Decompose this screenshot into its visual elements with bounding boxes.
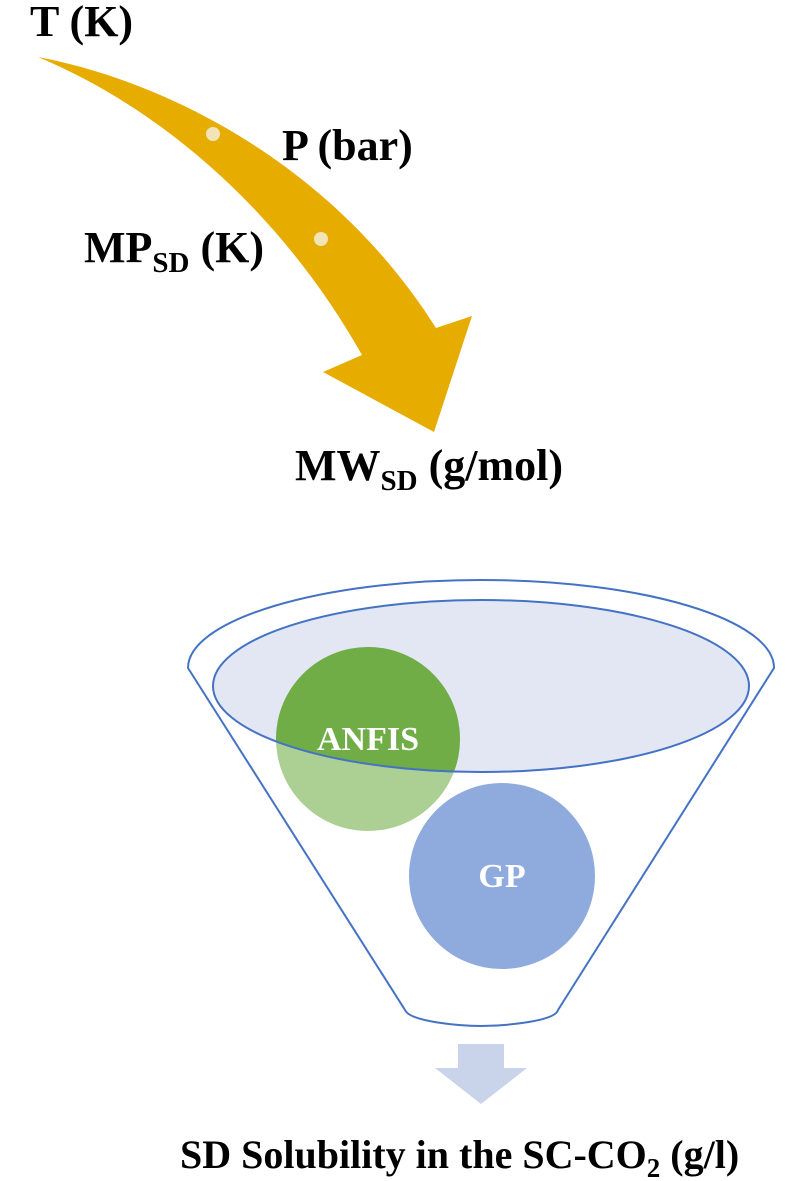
molecular-weight-subscript: SD: [381, 465, 418, 497]
output-label: SD Solubility in the SC-CO2 (g/l): [180, 1132, 739, 1181]
anfis-circle-upper: [276, 647, 460, 772]
label-temperature: T (K): [30, 0, 133, 46]
arrow-dot-pressure: [206, 127, 220, 141]
down-arrow: [435, 1044, 527, 1104]
arrow-dot-melting-point: [314, 232, 328, 246]
gp-label: GP: [478, 858, 525, 895]
output-label-unit: (g/l): [660, 1132, 739, 1177]
label-melting-point: MPSD (K): [84, 223, 264, 279]
melting-point-unit: (K): [189, 223, 264, 272]
label-molecular-weight: MWSD (g/mol): [295, 441, 563, 497]
output-label-subscript: 2: [647, 1153, 661, 1181]
input-arrow: [38, 57, 472, 432]
anfis-label: ANFIS: [317, 721, 419, 758]
label-pressure: P (bar): [282, 121, 413, 170]
molecular-weight-unit: (g/mol): [418, 441, 563, 490]
output-label-main: SD Solubility in the SC-CO: [180, 1132, 647, 1177]
melting-point-subscript: SD: [152, 247, 189, 279]
melting-point-main: MP: [84, 223, 152, 272]
gp-circle: [409, 783, 595, 969]
funnel-bowl-rim: [212, 599, 750, 773]
molecular-weight-main: MW: [295, 441, 381, 490]
